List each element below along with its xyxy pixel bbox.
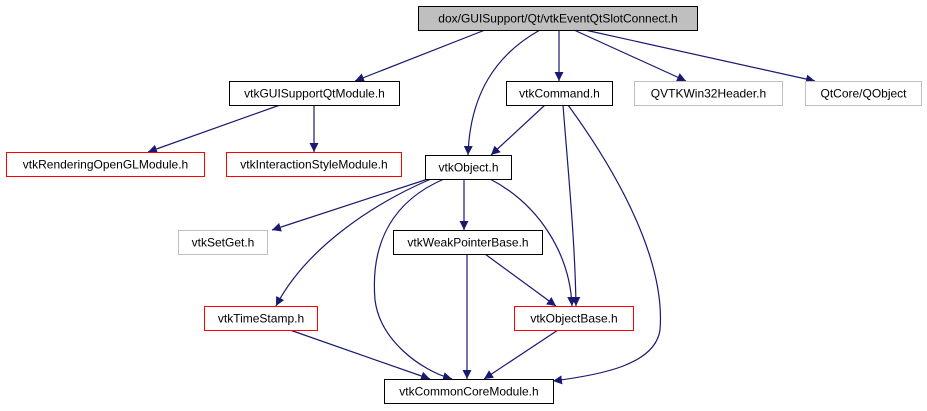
node-gui-module[interactable]: vtkGUISupportQtModule.h (229, 81, 400, 106)
node-rendering-opengl[interactable]: vtkRenderingOpenGLModule.h (6, 152, 205, 177)
edge-command-to-object-base (562, 104, 581, 307)
node-box (226, 152, 402, 177)
node-label: vtkCommonCoreModule.h (399, 385, 538, 399)
edge-timestamp-to-common-core (289, 329, 431, 381)
edge-object-to-timestamp (275, 178, 432, 307)
node-box (393, 230, 543, 255)
node-label: vtkRenderingOpenGLModule.h (23, 158, 188, 172)
edge-object-to-common-core (373, 178, 453, 381)
node-setget[interactable]: vtkSetGet.h (178, 230, 268, 255)
edge-root-to-gui-module (354, 29, 486, 82)
node-label: vtkObjectBase.h (530, 312, 617, 326)
node-box (805, 81, 922, 106)
edge-object-to-setget (271, 178, 429, 232)
node-box (506, 81, 613, 106)
node-timestamp[interactable]: vtkTimeStamp.h (204, 306, 318, 331)
node-label: vtkWeakPointerBase.h (407, 236, 528, 250)
node-root: dox/GUISupport/Qt/vtkEventQtSlotConnect.… (418, 6, 698, 31)
edge-root-to-object (463, 29, 541, 156)
node-box (634, 81, 783, 106)
node-label: vtkSetGet.h (192, 236, 255, 250)
node-box (204, 306, 318, 331)
node-common-core[interactable]: vtkCommonCoreModule.h (384, 379, 554, 404)
node-command[interactable]: vtkCommand.h (506, 81, 613, 106)
node-label: dox/GUISupport/Qt/vtkEventQtSlotConnect.… (438, 12, 677, 26)
node-box (425, 155, 512, 180)
edge-root-to-qobject (584, 29, 816, 84)
node-label: vtkGUISupportQtModule.h (244, 87, 385, 101)
edge-weak-pointer-to-object-base (484, 253, 557, 307)
node-box (178, 230, 268, 255)
node-box (229, 81, 400, 106)
node-object[interactable]: vtkObject.h (425, 155, 512, 180)
header-nodes: dox/GUISupport/Qt/vtkEventQtSlotConnect.… (6, 6, 922, 404)
node-box (418, 6, 698, 31)
node-label: vtkCommand.h (519, 87, 600, 101)
node-box (6, 152, 205, 177)
dependency-edges (147, 29, 816, 385)
node-label: vtkTimeStamp.h (218, 312, 304, 326)
node-label: vtkObject.h (438, 161, 498, 175)
node-qvtk-win32[interactable]: QVTKWin32Header.h (634, 81, 783, 106)
node-weak-pointer[interactable]: vtkWeakPointerBase.h (393, 230, 543, 255)
node-object-base[interactable]: vtkObjectBase.h (514, 306, 634, 331)
edge-object-to-object-base (489, 178, 577, 307)
edge-command-to-object (490, 104, 546, 156)
node-box (514, 306, 634, 331)
node-label: vtkInteractionStyleModule.h (240, 158, 387, 172)
node-interaction-style[interactable]: vtkInteractionStyleModule.h (226, 152, 402, 177)
edge-root-to-qvtk-win32 (573, 29, 687, 82)
node-label: QVTKWin32Header.h (651, 87, 766, 101)
node-qobject[interactable]: QtCore/QObject (805, 81, 922, 106)
node-box (384, 379, 554, 404)
node-label: QtCore/QObject (820, 87, 907, 101)
edge-command-to-common-core (552, 104, 662, 385)
edge-object-base-to-common-core (483, 329, 559, 380)
edge-gui-module-to-rendering-opengl (147, 104, 281, 154)
